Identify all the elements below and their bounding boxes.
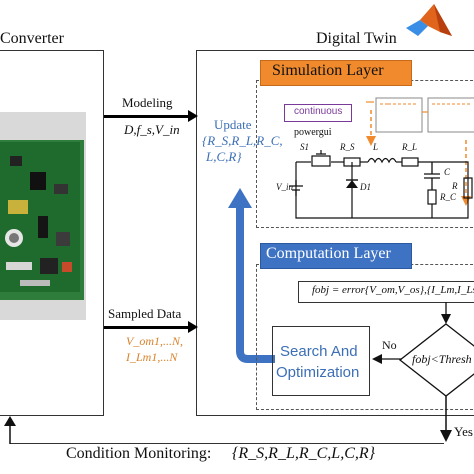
sampled-line1: V_om1,...N, [126,334,183,348]
update-params-line2: L,C,R} [206,149,242,164]
condition-monitoring-params: {R_S,R_L,R_C,L,C,R} [232,445,376,462]
label-s1: S1 [300,142,309,152]
yes-arrow [440,396,452,442]
converter-panel [0,50,104,416]
search-optimization-box [272,326,370,396]
modeling-params: D,f_s,V_in [124,122,180,137]
sampled-data-label: Sampled Data [108,306,182,321]
search-line2: Optimization [276,364,360,381]
modeling-arrowhead [188,110,198,122]
powergui-label: powergui [294,127,332,138]
sampled-arrow [104,326,194,329]
computation-layer-title: Computation Layer [266,245,391,262]
simulation-layer-title: Simulation Layer [272,62,384,79]
label-d1: D1 [360,182,371,192]
label-l: L [373,142,379,152]
label-r: R [452,181,458,191]
powergui-block[interactable] [284,104,352,122]
update-params-line1: {R_S,R_L,R_C, [202,133,283,148]
pcb-photo [0,112,86,320]
matlab-logo [406,4,452,36]
digital-twin-panel [196,50,474,416]
fobj-equation: fobj = error{V_om,V_os},{I_Lm,I_Ls} [312,284,474,296]
modeling-arrow [104,115,194,118]
converter-title: Converter [0,30,64,47]
equation-to-decision-arrow [441,302,451,324]
yes-label: Yes [454,424,473,439]
fobj-equation-box [298,281,474,303]
feedback-arrow [228,188,275,363]
modeling-label: Modeling [122,95,173,110]
no-arrow [372,354,402,364]
condition-monitoring-label: Condition Monitoring: [66,445,212,462]
condition-monitoring-up-arrow [4,416,16,444]
condition-monitoring-line [10,443,444,445]
label-vin: V_in [276,182,293,192]
digital-twin-title: Digital Twin [316,30,397,47]
buck-circuit [289,150,473,219]
powergui-button-label: continuous [294,106,343,117]
label-rc: R_C [440,192,457,202]
update-label: Update [214,117,252,132]
no-label: No [382,338,397,352]
sampled-arrowhead [188,321,198,333]
simulation-layer-header [260,60,412,86]
computation-layer-header [260,243,412,269]
label-c: C [444,167,451,177]
label-rs: R_S [340,142,355,152]
sampled-line2: I_Lm1,...N [126,350,178,364]
label-rl: R_L [402,142,418,152]
scope-blocks [366,97,474,133]
search-line1: Search And [280,343,358,360]
decision-text: fobj<Thresh [412,352,472,366]
